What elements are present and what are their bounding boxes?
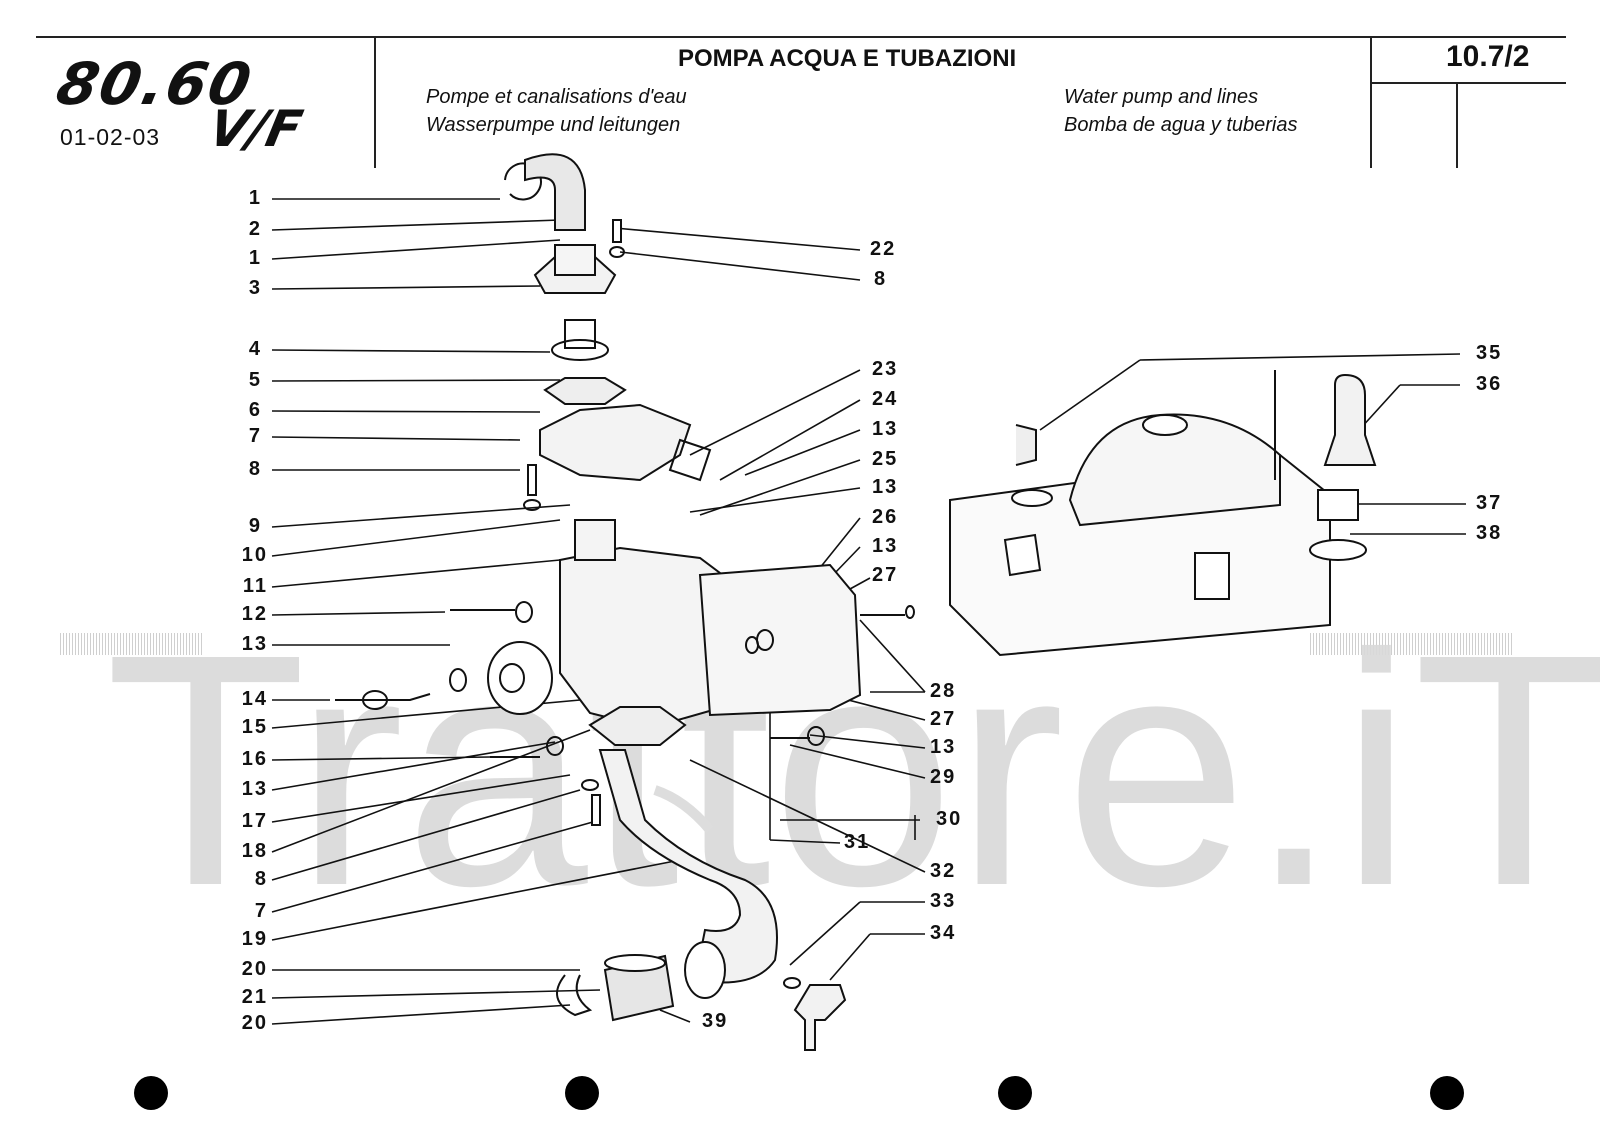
callout-label: 8 — [254, 868, 268, 890]
subtitle-de: Wasserpumpe und leitungen — [426, 114, 681, 136]
callout-label: 27 — [930, 708, 957, 730]
callout-label: 8 — [248, 458, 262, 480]
callout-label: 14 — [241, 688, 268, 710]
callout-label: 29 — [930, 766, 957, 788]
subtitle-en: Water pump and lines — [1064, 86, 1259, 108]
callout-label: 17 — [241, 810, 268, 832]
callout-label: 13 — [872, 535, 899, 557]
callout-label: 23 — [872, 358, 899, 380]
callout-label: 3 — [248, 277, 262, 299]
callout-label: 30 — [936, 808, 963, 830]
callout-label: 9 — [248, 515, 262, 537]
callout-label: 13 — [930, 736, 957, 758]
callout-label: 26 — [872, 506, 899, 528]
callout-label: 6 — [248, 399, 262, 421]
callout-label: 12 — [241, 603, 268, 625]
callout-label: 15 — [241, 716, 268, 738]
callout-label: 5 — [248, 369, 262, 391]
watermark-bar-right — [1310, 633, 1514, 655]
callout-label: 13 — [872, 476, 899, 498]
page-title: POMPA ACQUA E TUBAZIONI — [678, 45, 1017, 72]
callout-label: 32 — [930, 860, 957, 882]
callout-label: 20 — [241, 958, 268, 980]
callout-label: 21 — [241, 986, 268, 1008]
binder-hole — [1430, 1076, 1464, 1110]
callout-label: 33 — [930, 890, 957, 912]
callout-label: 25 — [872, 448, 899, 470]
callout-label: 1 — [248, 247, 262, 269]
page-number: 10.7/2 — [1446, 40, 1530, 73]
callout-label: 2 — [248, 218, 262, 240]
callout-label: 36 — [1476, 373, 1503, 395]
callout-label: 27 — [872, 564, 899, 586]
callout-label: 10 — [241, 544, 268, 566]
callout-label: 13 — [872, 418, 899, 440]
callout-label: 8 — [874, 268, 888, 290]
callout-label: 16 — [241, 748, 268, 770]
model-codes: 01-02-03 — [60, 124, 161, 150]
callout-label: 7 — [248, 425, 262, 447]
callout-label: 38 — [1476, 522, 1503, 544]
callout-label: 4 — [248, 338, 262, 360]
callout-label: 22 — [870, 238, 897, 260]
callout-label: 18 — [241, 840, 268, 862]
subtitle-es: Bomba de agua y tuberias — [1064, 114, 1298, 136]
callout-label: 19 — [241, 928, 268, 950]
watermark-bar-left — [60, 633, 204, 655]
callout-label: 11 — [242, 575, 268, 597]
callout-label: 13 — [241, 778, 268, 800]
callout-label: 35 — [1476, 342, 1503, 364]
binder-hole — [134, 1076, 168, 1110]
subtitle-fr: Pompe et canalisations d'eau — [426, 86, 687, 108]
callout-label: 1 — [248, 187, 262, 209]
callout-label: 13 — [241, 633, 268, 655]
callout-label: 39 — [702, 1010, 729, 1032]
header-divider-left — [374, 36, 376, 168]
callout-label: 7 — [254, 900, 268, 922]
binder-hole — [565, 1076, 599, 1110]
header-top-rule — [36, 36, 1566, 38]
page-number-rule — [1370, 82, 1566, 84]
callout-label: 34 — [930, 922, 957, 944]
header-divider-right — [1370, 36, 1372, 168]
callout-label: 37 — [1476, 492, 1503, 514]
callout-label: 24 — [872, 388, 899, 410]
binder-hole — [998, 1076, 1032, 1110]
callout-label: 28 — [930, 680, 957, 702]
callout-label: 20 — [241, 1012, 268, 1034]
page-number-divider — [1456, 82, 1458, 168]
